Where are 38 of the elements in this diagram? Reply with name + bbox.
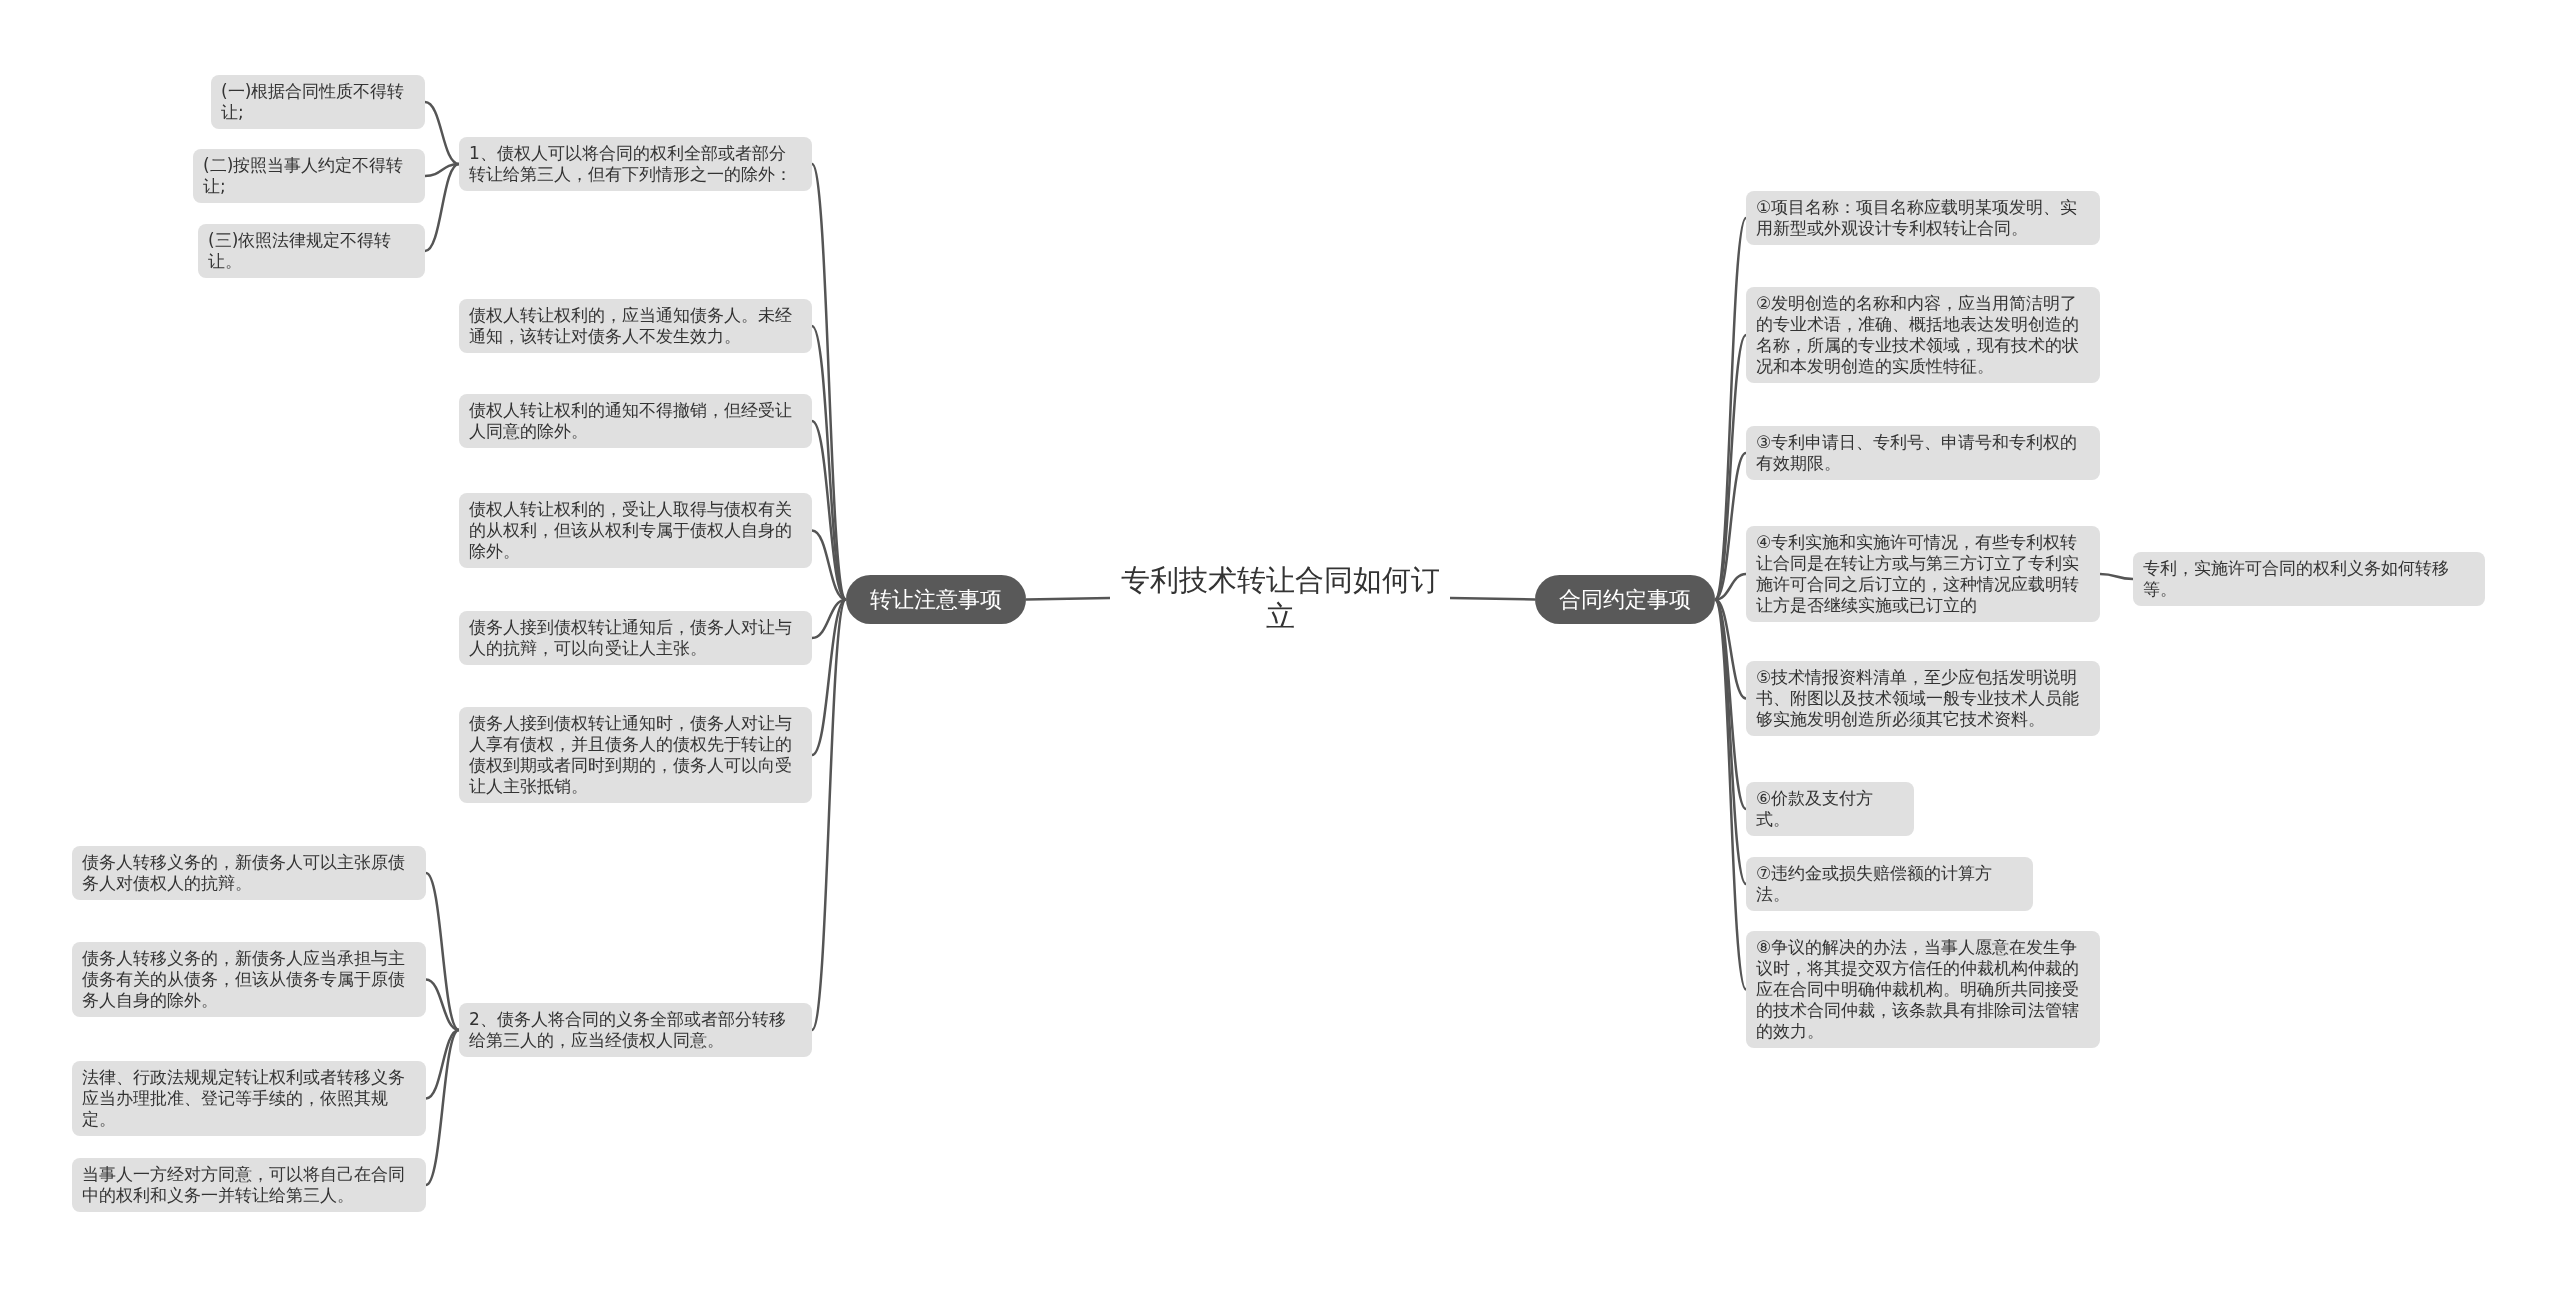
- topic-box: 法律、行政法规规定转让权利或者转移义务应当办理批准、登记等手续的，依照其规定。: [72, 1061, 426, 1136]
- topic-box: 债务人转移义务的，新债务人应当承担与主债务有关的从债务，但该从债务专属于原债务人自身的除外。: [72, 942, 426, 1017]
- topic-box: ③专利申请日、专利号、申请号和专利权的有效期限。: [1746, 426, 2100, 480]
- topic-box: 债务人接到债权转让通知后，债务人对让与人的抗辩，可以向受让人主张。: [459, 611, 812, 665]
- connector-line: [2099, 572, 2134, 581]
- connector-line: [1714, 452, 1747, 601]
- connector-line: [425, 872, 460, 1031]
- topic-box: 债务人接到债权转让通知时，债务人对让与人享有债权，并且债务人的债权先于转让的债权到期或者同时到期的，债务人可以向受让人主张抵销。: [459, 707, 812, 803]
- topic-box: 2、债务人将合同的义务全部或者部分转移给第三人的，应当经债权人同意。: [459, 1003, 812, 1057]
- topic-box: ②发明创造的名称和内容，应当用简洁明了的专业术语，准确、概括地表达发明创造的名称，所属的专业技术领域，现有技术的状况和本发明创造的实质性特征。: [1746, 287, 2100, 383]
- topic-box: ④专利实施和实施许可情况，有些专利权转让合同是在转让方或与第三方订立了专利实施许可合同之后订立的，这种情况应载明转让方是否继续实施或已订立的: [1746, 526, 2100, 622]
- topic-box: 1、债权人可以将合同的权利全部或者部分转让给第三人，但有下列情形之一的除外：: [459, 137, 812, 191]
- topic-box: 债权人转让权利的，受让人取得与债权有关的从权利，但该从权利专属于债权人自身的除外。: [459, 493, 812, 568]
- topic-box: 债权人转让权利的通知不得撤销，但经受让人同意的除外。: [459, 394, 812, 448]
- connector-line: [425, 978, 460, 1032]
- topic-box: 当事人一方经对方同意，可以将自己在合同中的权利和义务一并转让给第三人。: [72, 1158, 426, 1212]
- topic-box: (一)根据合同性质不得转让;: [211, 75, 425, 129]
- topic-box: 专利，实施许可合同的权利义务如何转移等。: [2133, 552, 2485, 606]
- branch-topic: 转让注意事项: [846, 575, 1026, 624]
- topic-box: ⑤技术情报资料清单，至少应包括发明说明书、附图以及技术领域一般专业技术人员能够实施发明创造所必须其它技术资料。: [1746, 661, 2100, 736]
- connector-line: [424, 100, 460, 166]
- topic-box: ⑥价款及支付方式。: [1746, 782, 1914, 836]
- topic-box: ①项目名称：项目名称应载明某项发明、实用新型或外观设计专利权转让合同。: [1746, 191, 2100, 245]
- connector-line: [810, 163, 848, 600]
- topic-box: (三)依照法律规定不得转让。: [198, 224, 425, 278]
- topic-box: 债务人转移义务的，新债务人可以主张原债务人对债权人的抗辩。: [72, 846, 426, 900]
- connector-line: [425, 1028, 460, 1100]
- central-topic: 专利技术转让合同如何订立: [1110, 562, 1450, 634]
- branch-topic: 合同约定事项: [1535, 575, 1715, 624]
- topic-box: 债权人转让权利的，应当通知债务人。未经通知，该转让对债务人不发生效力。: [459, 299, 812, 353]
- topic-box: ⑦违约金或损失赔偿额的计算方法。: [1746, 857, 2033, 911]
- connector-line: [424, 162, 460, 253]
- connector-line: [1449, 596, 1536, 601]
- connector-line: [425, 1029, 460, 1186]
- connector-line: [1025, 596, 1111, 601]
- topic-box: ⑧争议的解决的办法，当事人愿意在发生争议时，将其提交双方信任的仲裁机构仲裁的应在合同中明确仲裁机构。明确所共同接受的技术合同仲裁，该条款具有排除司法管辖的效力。: [1746, 931, 2100, 1048]
- connector-line: [810, 598, 848, 1031]
- topic-box: (二)按照当事人约定不得转让;: [193, 149, 425, 203]
